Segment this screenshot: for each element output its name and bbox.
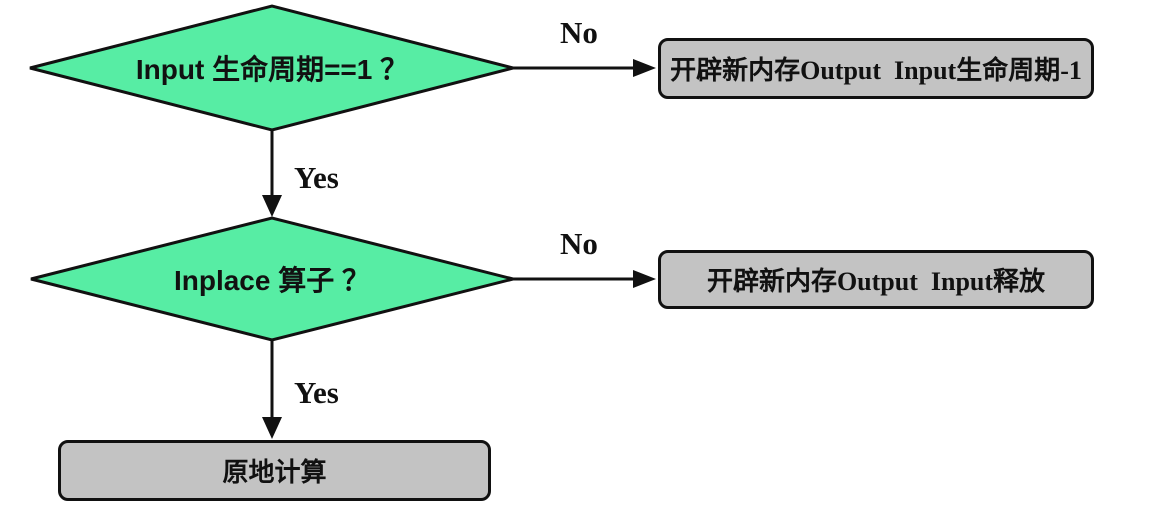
edge-lifecycle-yes-label: Yes <box>294 160 339 195</box>
edge-inplace-yes-arrowhead-icon <box>262 417 282 439</box>
edge-lifecycle-no-arrowhead-icon <box>633 59 656 77</box>
edge-lifecycle-yes-arrowhead-icon <box>262 195 282 217</box>
decision-lifecycle-label: Input 生命周期==1 ？ <box>135 54 409 85</box>
process-new-memory-decrement-box: 开辟新内存Output Input生命周期-1 <box>658 38 1094 99</box>
edge-inplace-yes-label: Yes <box>294 375 339 410</box>
edge-lifecycle-no-label: No <box>560 15 598 50</box>
decision-inplace-label: Inplace 算子 ？ <box>173 265 371 296</box>
process-inplace-compute-box: 原地计算 <box>58 440 491 501</box>
edge-inplace-no-arrowhead-icon <box>633 270 656 288</box>
edge-inplace-no-label: No <box>560 226 598 261</box>
process-new-memory-release-box: 开辟新内存Output Input释放 <box>658 250 1094 309</box>
